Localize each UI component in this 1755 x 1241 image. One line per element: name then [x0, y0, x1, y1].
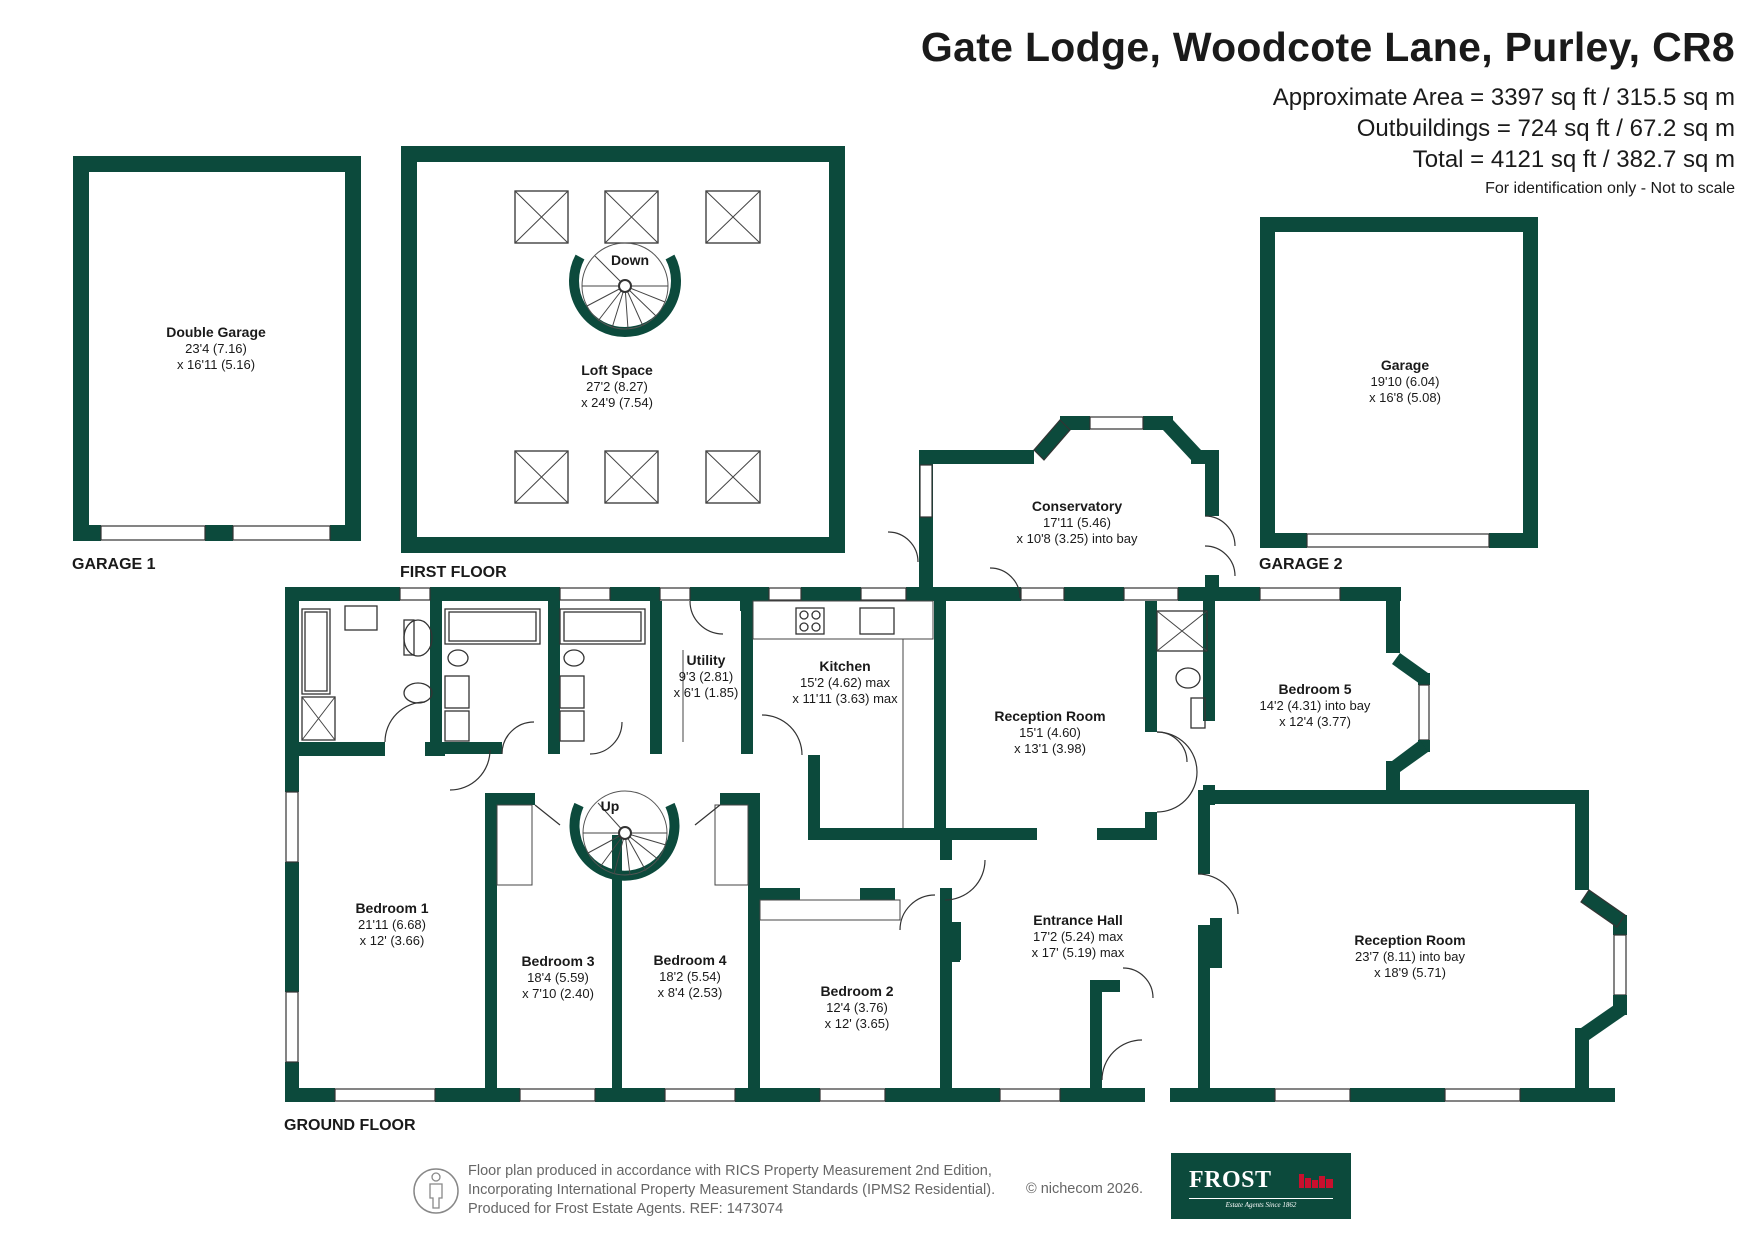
logo-divider	[1189, 1198, 1333, 1199]
svg-text:x 12' (3.66): x 12' (3.66)	[360, 933, 425, 948]
door-swings	[384, 515, 1239, 1081]
ground-floor-walls	[285, 587, 1627, 1102]
room-bedroom-3: Bedroom 3 18'4 (5.59) x 7'10 (2.40)	[521, 953, 594, 1001]
svg-text:x 12'4 (3.77): x 12'4 (3.77)	[1279, 714, 1351, 729]
label-first-floor: FIRST FLOOR	[400, 564, 507, 581]
spiral-stair-down	[569, 242, 681, 337]
svg-text:9'3 (2.81): 9'3 (2.81)	[679, 669, 734, 684]
footer-text: Floor plan produced in accordance with R…	[468, 1162, 995, 1219]
svg-text:Reception Room: Reception Room	[994, 708, 1105, 724]
label-ground-floor: GROUND FLOOR	[284, 1117, 416, 1134]
room-bedroom-1: Bedroom 1 21'11 (6.68) x 12' (3.66)	[355, 900, 428, 948]
svg-text:Conservatory: Conservatory	[1032, 498, 1122, 514]
room-loft-space: Loft Space 27'2 (8.27) x 24'9 (7.54)	[581, 362, 653, 410]
svg-text:x 24'9 (7.54): x 24'9 (7.54)	[581, 395, 653, 410]
svg-text:x 6'1 (1.85): x 6'1 (1.85)	[674, 685, 739, 700]
svg-text:17'11 (5.46): 17'11 (5.46)	[1043, 515, 1111, 530]
svg-text:Bedroom 1: Bedroom 1	[355, 900, 428, 916]
stair-up-label: Up	[601, 798, 620, 814]
svg-text:19'10 (6.04): 19'10 (6.04)	[1371, 374, 1440, 389]
svg-text:Bedroom 4: Bedroom 4	[653, 952, 726, 968]
svg-text:x 11'11 (3.63) max: x 11'11 (3.63) max	[792, 691, 898, 706]
svg-text:Garage: Garage	[1381, 357, 1429, 373]
svg-text:x 12' (3.65): x 12' (3.65)	[825, 1016, 890, 1031]
room-double-garage: Double Garage 23'4 (7.16) x 16'11 (5.16)	[166, 324, 266, 372]
svg-text:23'7 (8.11) into bay: 23'7 (8.11) into bay	[1355, 949, 1465, 964]
area-approx: Approximate Area = 3397 sq ft / 315.5 sq…	[1272, 84, 1735, 111]
svg-text:x 13'1 (3.98): x 13'1 (3.98)	[1014, 741, 1086, 756]
logo-mark-icon	[1299, 1174, 1333, 1188]
scale-note: For identification only - Not to scale	[1485, 180, 1735, 197]
svg-text:21'11 (6.68): 21'11 (6.68)	[358, 917, 426, 932]
svg-text:x 16'8 (5.08): x 16'8 (5.08)	[1369, 390, 1441, 405]
area-outbuildings: Outbuildings = 724 sq ft / 67.2 sq m	[1356, 115, 1735, 142]
room-bedroom-5: Bedroom 5 14'2 (4.31) into bay x 12'4 (3…	[1260, 681, 1371, 729]
spiral-stair-up	[534, 790, 721, 881]
svg-text:Double Garage: Double Garage	[166, 324, 266, 340]
svg-text:15'2 (4.62) max: 15'2 (4.62) max	[800, 675, 890, 690]
footer-credit: © nichecom 2026.	[1026, 1181, 1144, 1197]
svg-text:15'1 (4.60): 15'1 (4.60)	[1019, 725, 1081, 740]
person-icon	[413, 1168, 459, 1214]
wardrobes	[496, 804, 1222, 968]
svg-text:Entrance Hall: Entrance Hall	[1033, 912, 1122, 928]
label-garage-2: GARAGE 2	[1259, 556, 1343, 573]
room-kitchen: Kitchen 15'2 (4.62) max x 11'11 (3.63) m…	[792, 658, 898, 706]
svg-text:23'4 (7.16): 23'4 (7.16)	[185, 341, 247, 356]
svg-text:Loft Space: Loft Space	[581, 362, 653, 378]
room-entrance-hall: Entrance Hall 17'2 (5.24) max x 17' (5.1…	[1032, 912, 1125, 960]
svg-text:x 7'10 (2.40): x 7'10 (2.40)	[522, 986, 594, 1001]
svg-text:14'2 (4.31) into bay: 14'2 (4.31) into bay	[1260, 698, 1371, 713]
room-reception-room-2: Reception Room 23'7 (8.11) into bay x 18…	[1354, 932, 1465, 980]
svg-text:17'2 (5.24) max: 17'2 (5.24) max	[1033, 929, 1123, 944]
svg-text:Utility: Utility	[687, 652, 726, 668]
kitchen-fixtures	[682, 600, 934, 828]
loft-outline	[401, 146, 845, 553]
svg-text:Bedroom 5: Bedroom 5	[1278, 681, 1351, 697]
frost-logo: FROST Estate Agents Since 1862	[1171, 1153, 1351, 1219]
garage-1-outline	[73, 156, 361, 541]
logo-name: FROST	[1189, 1167, 1272, 1193]
svg-text:Bedroom 2: Bedroom 2	[820, 983, 893, 999]
svg-text:x 10'8 (3.25) into bay: x 10'8 (3.25) into bay	[1017, 531, 1138, 546]
svg-text:12'4 (3.76): 12'4 (3.76)	[826, 1000, 888, 1015]
svg-text:x 16'11 (5.16): x 16'11 (5.16)	[177, 357, 255, 372]
room-conservatory: Conservatory 17'11 (5.46) x 10'8 (3.25) …	[1017, 498, 1138, 546]
garage-2-outline	[1260, 217, 1538, 548]
room-bedroom-4: Bedroom 4 18'2 (5.54) x 8'4 (2.53)	[653, 952, 726, 1000]
logo-tagline: Estate Agents Since 1862	[1225, 1201, 1297, 1209]
page-title: Gate Lodge, Woodcote Lane, Purley, CR8	[920, 24, 1735, 70]
room-garage: Garage 19'10 (6.04) x 16'8 (5.08)	[1369, 357, 1441, 405]
area-total: Total = 4121 sq ft / 382.7 sq m	[1412, 146, 1735, 173]
room-utility: Utility 9'3 (2.81) x 6'1 (1.85)	[674, 652, 739, 700]
label-garage-1: GARAGE 1	[72, 556, 156, 573]
room-reception-room-1: Reception Room 15'1 (4.60) x 13'1 (3.98)	[994, 708, 1105, 756]
svg-text:27'2 (8.27): 27'2 (8.27)	[586, 379, 648, 394]
footer-line-1: Floor plan produced in accordance with R…	[468, 1163, 992, 1179]
footer-line-3: Produced for Frost Estate Agents. REF: 1…	[468, 1201, 784, 1217]
svg-text:x 18'9 (5.71): x 18'9 (5.71)	[1374, 965, 1446, 980]
svg-text:Kitchen: Kitchen	[819, 658, 870, 674]
room-bedroom-2: Bedroom 2 12'4 (3.76) x 12' (3.65)	[820, 983, 893, 1031]
footer-line-2: Incorporating International Property Mea…	[468, 1182, 996, 1198]
svg-text:x 8'4 (2.53): x 8'4 (2.53)	[658, 985, 723, 1000]
conservatory-outline	[919, 416, 1219, 600]
svg-text:Reception Room: Reception Room	[1354, 932, 1465, 948]
skylights	[514, 190, 761, 504]
svg-text:18'2 (5.54): 18'2 (5.54)	[659, 969, 721, 984]
bathroom-fixtures	[301, 605, 1208, 742]
svg-text:18'4 (5.59): 18'4 (5.59)	[527, 970, 589, 985]
stair-down-label: Down	[611, 252, 649, 268]
svg-text:Bedroom 3: Bedroom 3	[521, 953, 594, 969]
svg-text:x 17' (5.19) max: x 17' (5.19) max	[1032, 945, 1125, 960]
